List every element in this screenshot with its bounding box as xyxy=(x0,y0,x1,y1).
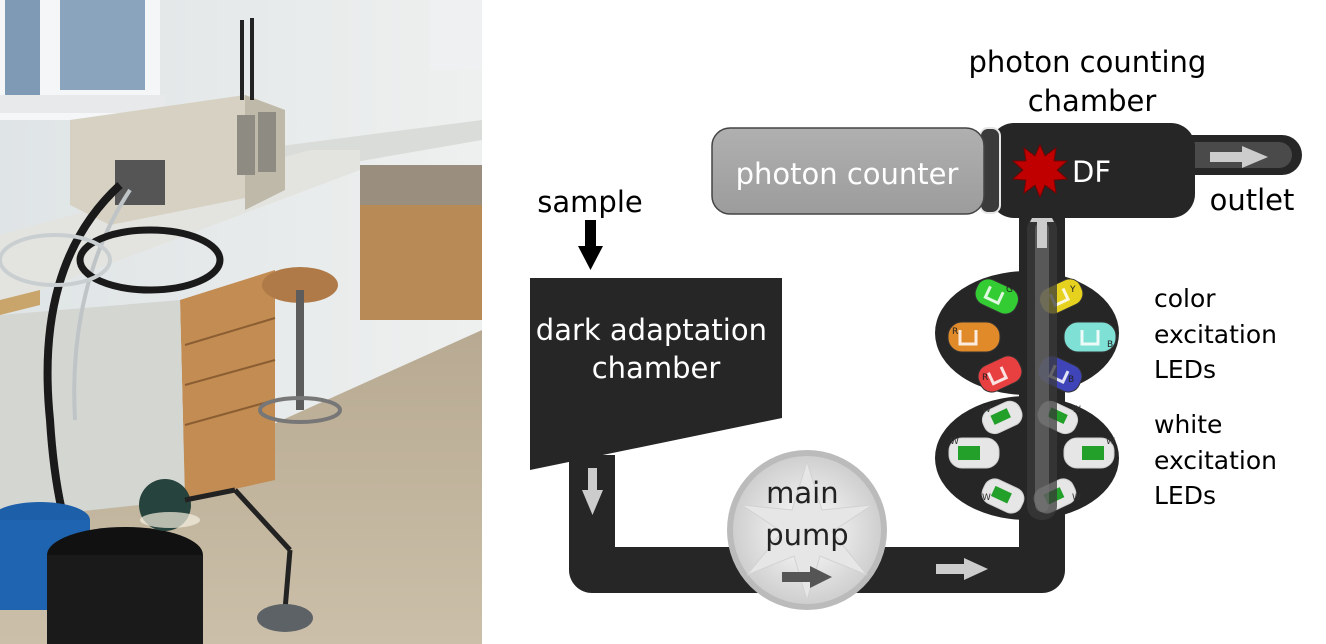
color-led-mark: B xyxy=(1107,340,1113,350)
color-led-mark: R xyxy=(982,373,988,383)
outlet-arrow-icon xyxy=(1210,146,1268,168)
schematic-diagram: dark adaptation chamber sample main pump xyxy=(530,45,1302,610)
color-led-mark: B xyxy=(1068,375,1074,385)
white-led-mark: W xyxy=(1072,493,1081,503)
color-leds-label: color excitation LEDs xyxy=(1154,284,1285,384)
lab-setup-photo xyxy=(0,0,482,644)
main-pump: main pump xyxy=(727,450,887,610)
outlet-label: outlet xyxy=(1210,183,1295,217)
flow-arrow-right-icon xyxy=(936,558,988,580)
white-led-mark: W xyxy=(950,437,959,447)
white-leds-label: white excitation LEDs xyxy=(1154,410,1285,510)
delayed-fluorescence-flash-icon xyxy=(1011,143,1069,199)
sample-label: sample xyxy=(537,185,642,219)
color-led-mark: R xyxy=(952,327,958,337)
white-led-disc: W W W W W W xyxy=(935,396,1119,520)
dark-adaptation-chamber xyxy=(530,278,782,470)
photon-counter xyxy=(711,127,985,215)
main-pump-label: main pump xyxy=(765,476,848,552)
white-led-mark: W xyxy=(1072,405,1081,415)
white-led-mark: W xyxy=(982,405,991,415)
color-led-mark: Y xyxy=(1069,285,1076,295)
flow-arrow-down-icon xyxy=(582,468,603,515)
photon-counting-chamber: DF xyxy=(979,123,1195,218)
white-led-mark: W xyxy=(1106,437,1115,447)
white-led-mark: W xyxy=(982,493,991,503)
color-led-mark: G xyxy=(1006,285,1013,295)
pump-flow-arrow-icon xyxy=(782,566,832,588)
photon-counter-label: photon counter xyxy=(736,157,959,191)
dark-adaptation-chamber-label: dark adaptation chamber xyxy=(536,313,776,385)
sample-arrow-icon xyxy=(578,220,603,270)
photon-counting-chamber-label: photon counting chamber xyxy=(968,45,1215,118)
df-label: DF xyxy=(1072,155,1111,189)
